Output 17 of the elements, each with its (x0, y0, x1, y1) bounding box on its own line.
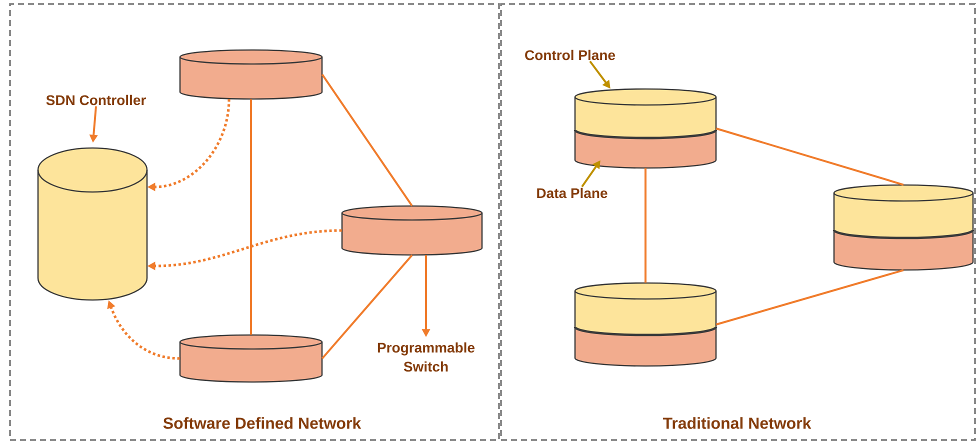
switch-cylinder (179, 334, 323, 383)
label-text: SDN Controller (46, 94, 146, 106)
label-text: Control Plane (525, 50, 616, 60)
switch-cylinder (341, 205, 483, 256)
connector-line (250, 99, 252, 335)
device-cylinder (574, 282, 717, 367)
control-layer (575, 88, 716, 138)
device-cylinder (574, 88, 717, 169)
switch-cylinder (179, 49, 323, 100)
connector-line (644, 168, 646, 283)
label-text: Data Plane (537, 188, 608, 198)
label-text: Programmable Switch (378, 342, 475, 372)
device-cylinder (833, 184, 974, 271)
connector-line (716, 269, 904, 326)
connector-line (321, 254, 413, 360)
connector-line (321, 74, 413, 206)
controller-cylinder (37, 147, 148, 301)
